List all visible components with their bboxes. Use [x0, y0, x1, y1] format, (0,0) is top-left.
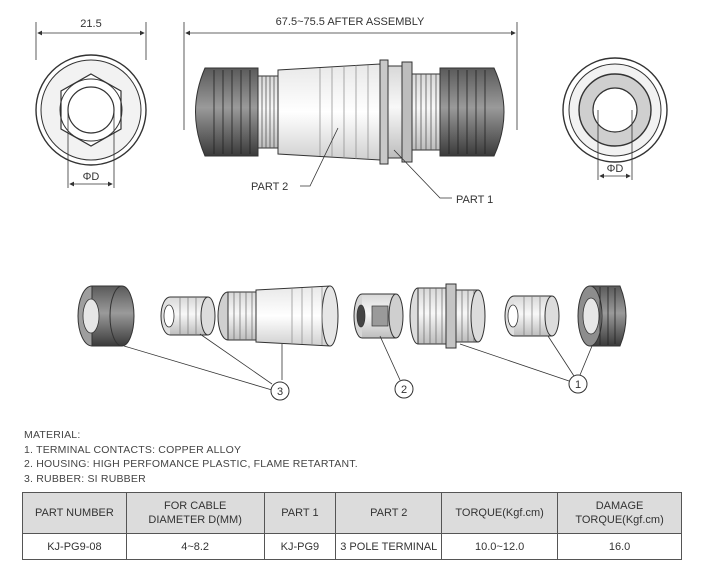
material-notes: MATERIAL: 1. TERMINAL CONTACTS: COPPER A… — [24, 428, 358, 486]
callout-3: 3 — [277, 386, 283, 398]
dim-width-label: 21.5 — [80, 18, 101, 30]
callout-2: 2 — [401, 384, 407, 396]
dim-length-label: 67.5~75.5 AFTER ASSEMBLY — [276, 16, 425, 28]
diameter-label-right: ΦD — [607, 163, 624, 175]
material-item: 3. RUBBER: SI RUBBER — [24, 472, 146, 485]
spec-table: PART NUMBER FOR CABLE DIAMETER D(MM) PART… — [22, 492, 682, 560]
header-part1: PART 1 — [263, 492, 337, 534]
cell-cable-diameter: 4~8.2 — [125, 533, 265, 560]
header-damage-torque: DAMAGE TORQUE(Kgf.cm) — [557, 492, 682, 534]
header-cable-line2: DIAMETER D(MM) — [148, 514, 242, 526]
assembled-side-view — [183, 22, 518, 199]
exploded-terminal — [353, 293, 404, 339]
exploded-seal-right — [504, 295, 560, 337]
table-row: KJ-PG9-08 4~8.2 KJ-PG9 3 POLE TERMINAL 1… — [22, 533, 682, 560]
part1-label: PART 1 — [456, 194, 493, 206]
header-cable-diameter: FOR CABLE DIAMETER D(MM) — [125, 492, 265, 534]
cell-torque: 10.0~12.0 — [441, 533, 559, 560]
material-item: 1. TERMINAL CONTACTS: COPPER ALLOY — [24, 443, 242, 456]
header-cable-line1: FOR CABLE — [163, 500, 227, 512]
header-torque: TORQUE(Kgf.cm) — [441, 492, 559, 534]
exploded-body — [217, 285, 339, 347]
header-damage-line2: TORQUE(Kgf.cm) — [575, 514, 664, 526]
left-end-view — [35, 22, 147, 188]
material-heading: MATERIAL: — [24, 429, 81, 441]
material-item: 2. HOUSING: HIGH PERFOMANCE PLASTIC, FLA… — [24, 458, 358, 470]
header-damage-line1: DAMAGE — [595, 500, 644, 512]
header-part2: PART 2 — [335, 492, 443, 534]
technical-drawing: 21.5 ΦD — [35, 16, 668, 401]
exploded-cap-left — [77, 285, 135, 347]
header-part-number: PART NUMBER — [22, 492, 127, 534]
diameter-label-left: ΦD — [83, 171, 100, 183]
cell-damage-torque: 16.0 — [557, 533, 682, 560]
exploded-connector — [409, 283, 486, 349]
table-header-row: PART NUMBER FOR CABLE DIAMETER D(MM) PART… — [22, 492, 682, 534]
cell-part2: 3 POLE TERMINAL — [335, 533, 443, 560]
cell-part1: KJ-PG9 — [263, 533, 337, 560]
exploded-seal — [160, 296, 216, 336]
right-end-view — [562, 57, 668, 180]
callout-1: 1 — [575, 379, 581, 391]
exploded-cap-right — [577, 285, 627, 347]
exploded-view — [77, 283, 627, 401]
cell-part-number: KJ-PG9-08 — [22, 533, 127, 560]
part2-label: PART 2 — [251, 181, 288, 193]
